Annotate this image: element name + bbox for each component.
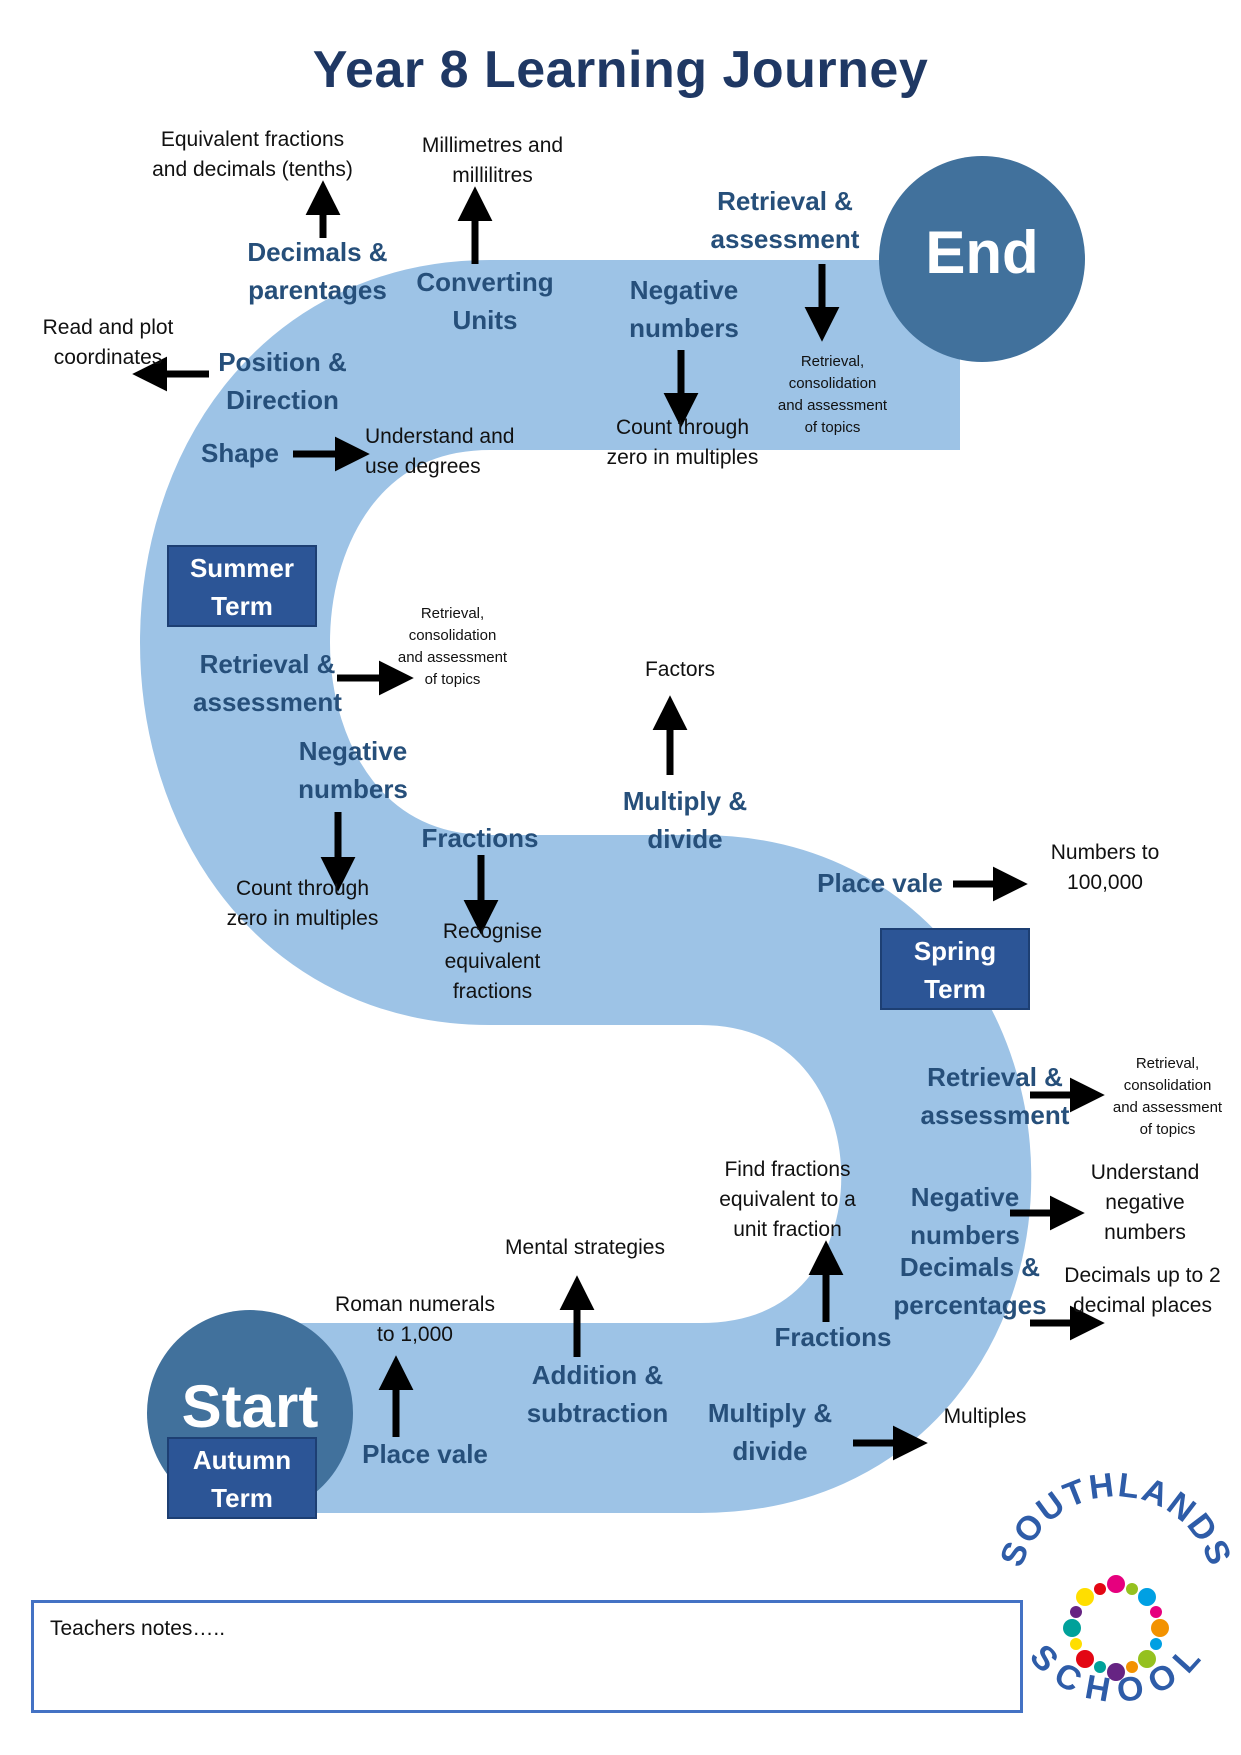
autumn-term-badge: Autumn Term [167,1437,317,1519]
note-millimetres: Millimetres and millilitres [421,134,564,187]
note-numbers-100000: Numbers to 100,000 [1050,841,1160,894]
topic-fractions-autumn: Fractions [774,1322,892,1352]
note-multiples: Multiples [943,1405,1027,1428]
logo-text-bottom: SCHOOL [1022,1637,1210,1710]
note-understand-negative: Understand negative numbers [1090,1161,1200,1244]
summer-term-badge: Summer Term [167,545,317,627]
start-label: Start [181,1373,319,1440]
note-retrieval-summer: Retrieval, consolidation and assessment … [777,353,888,436]
topic-shape: Shape [200,438,280,468]
note-understand-degrees: Understand and use degrees [365,425,515,478]
end-circle [879,156,1085,362]
note-decimal-places: Decimals up to 2 decimal places [1064,1264,1221,1317]
note-find-fractions: Find fractions equivalent to a unit frac… [719,1158,856,1241]
note-count-through-zero-spring: Count through zero in multiples [226,877,379,930]
teachers-notes-label: Teachers notes….. [50,1617,226,1640]
topic-position-direction: Position & Direction [218,347,347,415]
topic-place-value-autumn: Place vale [362,1439,488,1469]
topic-decimals-parentages: Decimals & parentages [247,237,388,305]
topic-fractions-spring: Fractions [421,823,539,853]
spring-term-badge: Spring Term [880,928,1030,1010]
topic-converting-units: Converting Units [416,267,554,335]
topic-negative-numbers-summer: Negative numbers [629,275,739,343]
note-mental-strategies: Mental strategies [505,1236,665,1259]
note-count-through-zero-summer: Count through zero in multiples [606,416,759,469]
note-factors: Factors [644,658,715,681]
topic-addition-subtraction: Addition & subtraction [526,1360,669,1428]
topic-negative-numbers-autumn: Negative numbers [910,1182,1020,1250]
school-logo: SOUTHLANDS SCHOOL [993,1466,1239,1711]
end-label: End [925,219,1039,286]
topic-retrieval-summer: Retrieval & assessment [710,186,860,254]
note-recognise-equivalent: Recognise equivalent fractions [442,920,543,1003]
topic-multiply-divide-spring: Multiply & divide [622,786,748,854]
logo-text: SOUTHLANDS [993,1466,1239,1572]
teachers-notes-box[interactable]: Teachers notes….. [31,1600,1023,1713]
note-retrieval-autumn: Retrieval, consolidation and assessment … [1112,1055,1223,1138]
topic-retrieval-autumn: Retrieval & assessment [920,1062,1070,1130]
note-equivalent-decimals: Equivalent fractions and decimals (tenth… [152,128,353,181]
topic-negative-numbers-spring: Negative numbers [298,736,408,804]
logo-people-ring [1063,1575,1169,1681]
page-title: Year 8 Learning Journey [312,41,929,99]
note-read-plot-coordinates: Read and plot coordinates [42,316,174,369]
topic-multiply-divide-autumn: Multiply & divide [707,1398,833,1466]
note-roman-numerals: Roman numerals to 1,000 [335,1293,495,1346]
topic-retrieval-spring: Retrieval & assessment [193,649,342,717]
note-retrieval-spring: Retrieval, consolidation and assessment … [397,605,508,688]
topic-decimals-percentages: Decimals & percentages [893,1252,1047,1320]
topic-place-value-spring: Place vale [817,868,943,898]
